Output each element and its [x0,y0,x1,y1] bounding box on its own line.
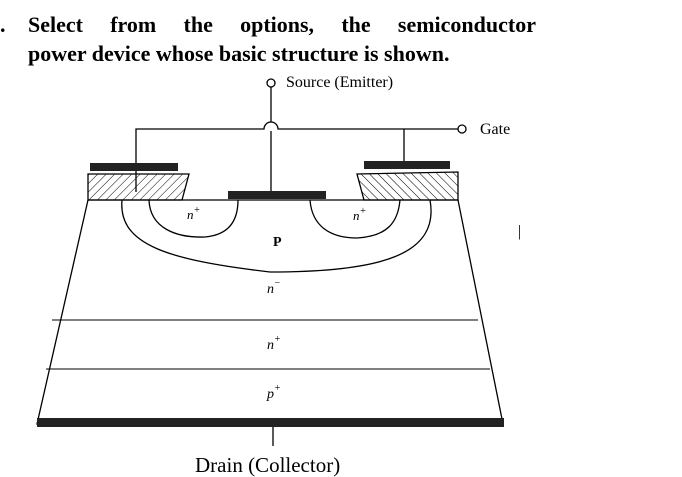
source-metal [228,191,326,199]
gate-metal-left [90,163,178,171]
question-line-1: Select from the options, the semiconduct… [28,12,536,37]
n-plus-buffer-label: n+ [267,334,281,353]
n-plus-well-right [309,199,401,239]
n-plus-well-left [148,199,239,238]
question-number: . [0,12,6,37]
source-terminal [266,78,276,88]
n-plus-right-label: n+ [353,206,366,223]
n-plus-left-label: n+ [187,205,200,222]
drain-metal [37,418,504,427]
question-line-2: power device whose basic structure is sh… [28,41,450,66]
gate-oxide-right [356,171,459,201]
stray-mark: | [518,223,521,240]
gate-label: Gate [480,121,510,138]
p-plus-substrate-label: p+ [266,383,281,402]
gate-metal-right [364,161,450,169]
gate-oxide-left [87,173,190,201]
gate-wire [135,121,458,192]
n-minus-drift-label: n− [267,278,281,297]
p-body-well [121,199,432,273]
source-label: Source (Emitter) [286,74,393,91]
p-body-label: P [273,235,282,250]
gate-terminal [457,124,467,134]
drain-label: Drain (Collector) [195,453,340,477]
